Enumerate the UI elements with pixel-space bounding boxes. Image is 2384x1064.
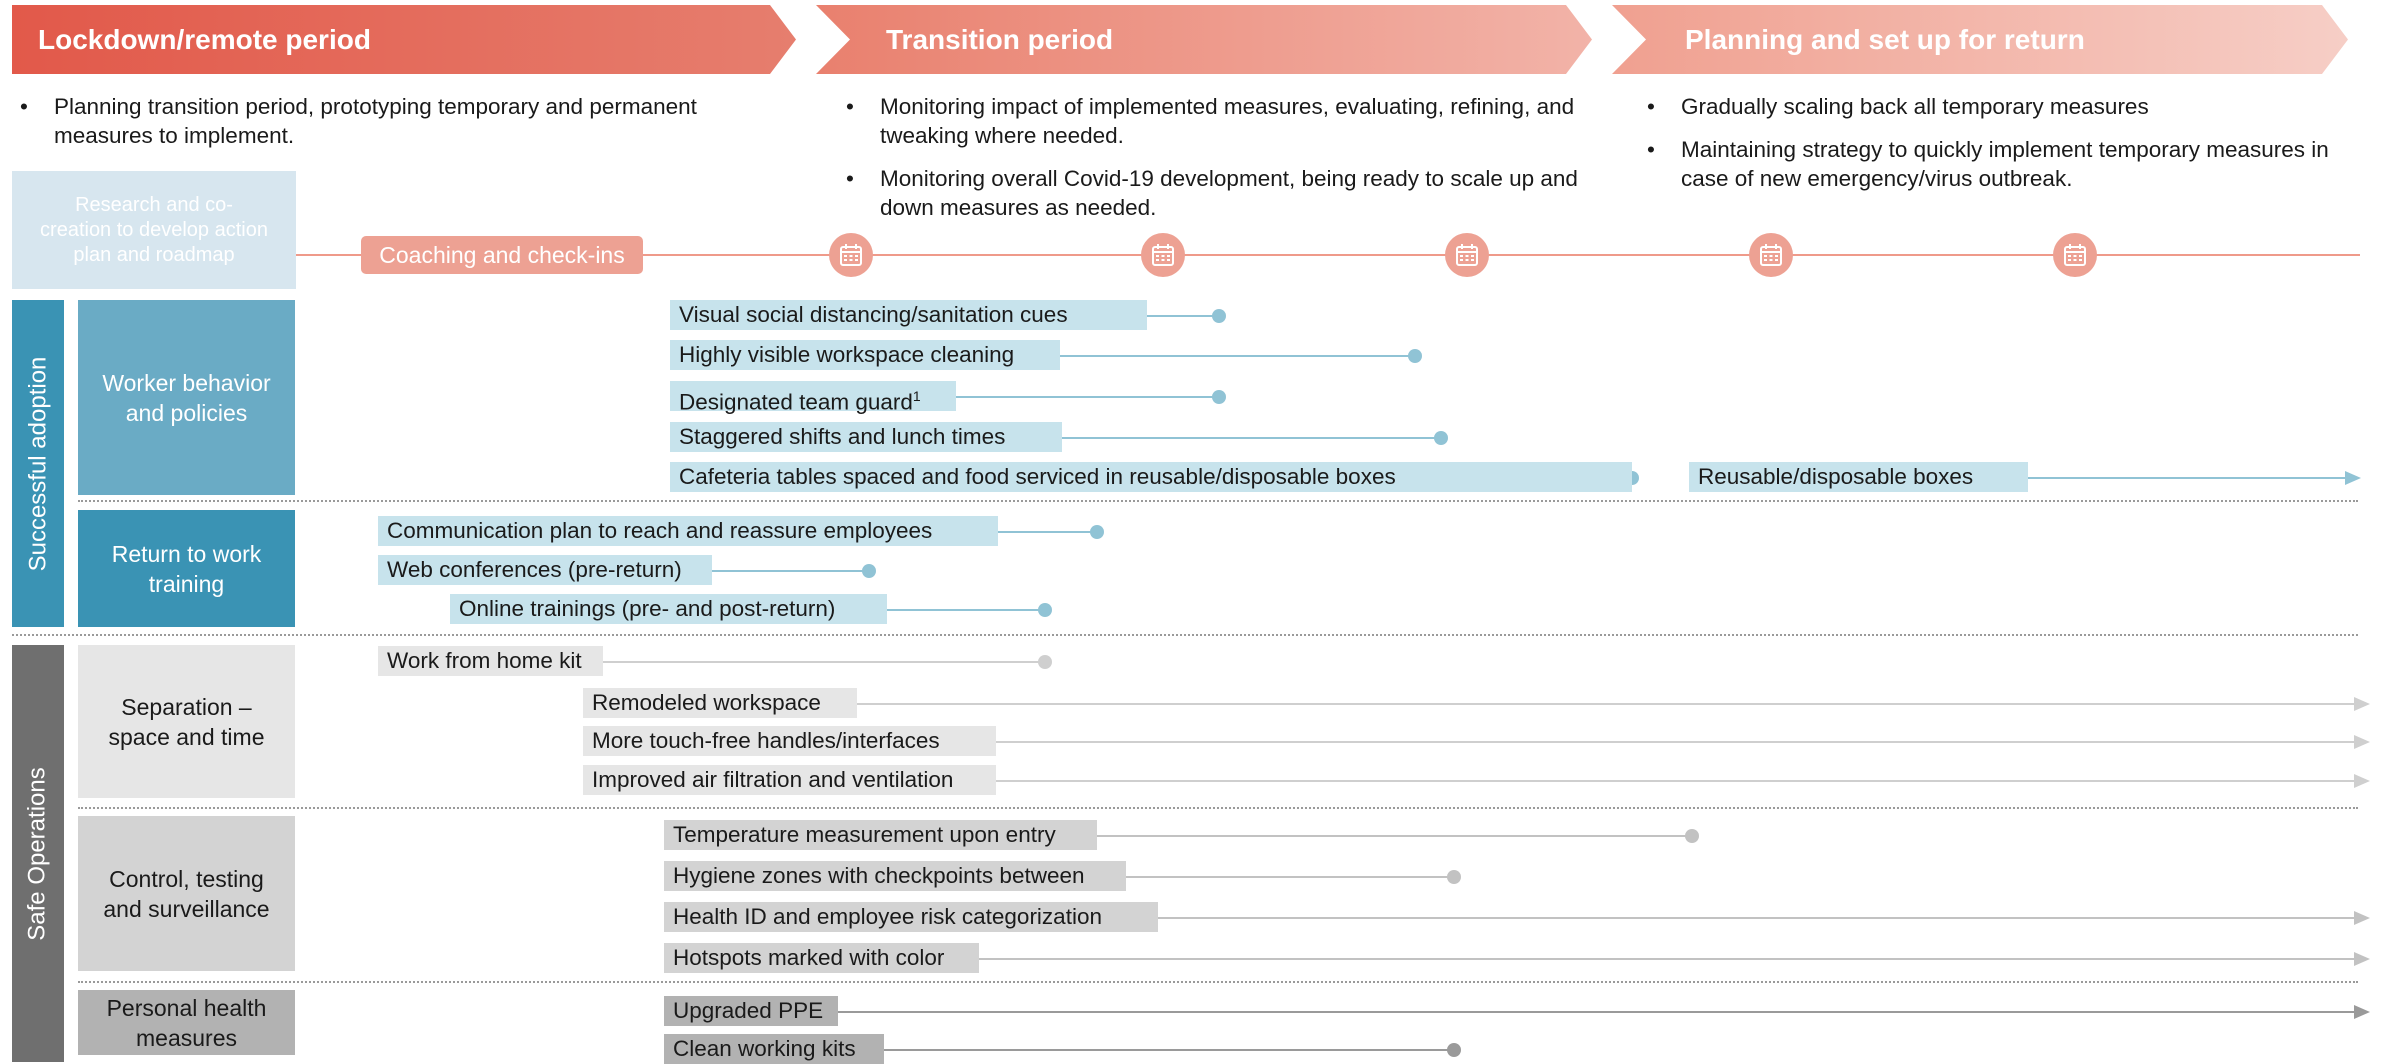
measure-line (857, 703, 2357, 705)
bullets-transition: Monitoring impact of implemented measure… (846, 92, 1606, 236)
calendar-icon (1141, 233, 1185, 277)
phase-header-return: Planning and set up for return (1612, 5, 2348, 74)
measure-line (996, 780, 2357, 782)
group-label-safe: Safe Operations (12, 645, 64, 1062)
measure-line (603, 661, 1045, 663)
measure-label: Staggered shifts and lunch times (670, 422, 1062, 452)
measure-label: Reusable/disposable boxes (1689, 462, 2028, 492)
measure-line (1126, 876, 1454, 878)
measure-line (998, 531, 1097, 533)
group-label-adoption: Successful adoption (12, 300, 64, 627)
measure-line (1147, 315, 1219, 317)
measure-end-dot (1090, 525, 1104, 539)
calendar-icon (1445, 233, 1489, 277)
category-control: Control, testing and surveillance (78, 816, 295, 971)
divider (12, 634, 2358, 636)
divider (78, 500, 2358, 502)
measure-line (887, 609, 1045, 611)
measure-arrow (2354, 952, 2370, 966)
phase-title: Transition period (886, 23, 1114, 55)
timeline-line (296, 254, 2360, 256)
footnote-marker: 1 (912, 388, 921, 404)
measure-end-dot (1447, 1043, 1461, 1057)
measure-arrow (2354, 735, 2370, 749)
measure-end-dot (1434, 431, 1448, 445)
measure-arrow (2354, 774, 2370, 788)
measure-line (1060, 355, 1415, 357)
measure-label: Work from home kit (378, 646, 603, 676)
measure-label: Health ID and employee risk categorizati… (664, 902, 1158, 932)
category-training: Return to work training (78, 510, 295, 627)
measure-label: Highly visible workspace cleaning (670, 340, 1060, 370)
bullet-item: Monitoring impact of implemented measure… (846, 92, 1606, 150)
measure-label: Remodeled workspace (583, 688, 857, 718)
measure-line (1097, 835, 1692, 837)
measure-line (712, 570, 869, 572)
measure-end-dot (1038, 603, 1052, 617)
bullet-item: Gradually scaling back all temporary mea… (1647, 92, 2382, 121)
research-box: Research and co-creation to develop acti… (12, 171, 296, 289)
measure-label: Web conferences (pre-return) (378, 555, 712, 585)
category-worker: Worker behavior and policies (78, 300, 295, 495)
divider (78, 981, 2358, 983)
bullet-item: Monitoring overall Covid-19 development,… (846, 164, 1606, 222)
measure-line (956, 396, 1219, 398)
bullet-item: Maintaining strategy to quickly implemen… (1647, 135, 2382, 193)
phase-title: Planning and set up for return (1685, 23, 2085, 55)
coaching-label-box: Coaching and check-ins (361, 236, 643, 274)
measure-line (1158, 917, 2357, 919)
measure-label: Designated team guard1 (670, 381, 956, 415)
measure-arrow (2354, 1005, 2370, 1019)
measure-label: Hotspots marked with color (664, 943, 979, 973)
measure-line (884, 1049, 1454, 1051)
research-label: Research and co-creation to develop acti… (40, 193, 268, 266)
bullets-lockdown: Planning transition period, prototyping … (20, 92, 780, 164)
measure-end-dot (1447, 870, 1461, 884)
measure-end-dot (1212, 309, 1226, 323)
measure-label: Cafeteria tables spaced and food service… (670, 462, 1632, 492)
category-separation: Separation – space and time (78, 645, 295, 798)
category-personal: Personal health measures (78, 990, 295, 1055)
measure-end-dot (1212, 390, 1226, 404)
measure-label: More touch-free handles/interfaces (583, 726, 996, 756)
phase-title: Lockdown/remote period (38, 23, 371, 55)
measure-label: Improved air filtration and ventilation (583, 765, 996, 795)
measure-end-dot (1685, 829, 1699, 843)
measure-label: Upgraded PPE (664, 996, 838, 1026)
measure-line (996, 741, 2357, 743)
measure-end-dot (1038, 655, 1052, 669)
bullets-return: Gradually scaling back all temporary mea… (1647, 92, 2382, 207)
phase-header-transition: Transition period (816, 5, 1592, 74)
measure-label: Clean working kits (664, 1034, 884, 1064)
measure-end-dot (1408, 349, 1422, 363)
measure-line (2028, 477, 2348, 479)
measure-label: Hygiene zones with checkpoints between (664, 861, 1126, 891)
measure-line (1062, 437, 1441, 439)
measure-label: Temperature measurement upon entry (664, 820, 1097, 850)
measure-label: Visual social distancing/sanitation cues (670, 300, 1147, 330)
measure-line (838, 1011, 2357, 1013)
measure-label: Communication plan to reach and reassure… (378, 516, 998, 546)
bullet-item: Planning transition period, prototyping … (20, 92, 780, 150)
divider (78, 807, 2358, 809)
measure-label: Online trainings (pre- and post-return) (450, 594, 887, 624)
phase-header-lockdown: Lockdown/remote period (12, 5, 796, 74)
measure-arrow (2354, 911, 2370, 925)
calendar-icon (829, 233, 873, 277)
measure-end-dot (862, 564, 876, 578)
measure-arrow (2354, 697, 2370, 711)
coaching-label: Coaching and check-ins (379, 242, 625, 268)
measure-line (979, 958, 2357, 960)
calendar-icon (1749, 233, 1793, 277)
measure-arrow (2345, 471, 2361, 485)
calendar-icon (2053, 233, 2097, 277)
